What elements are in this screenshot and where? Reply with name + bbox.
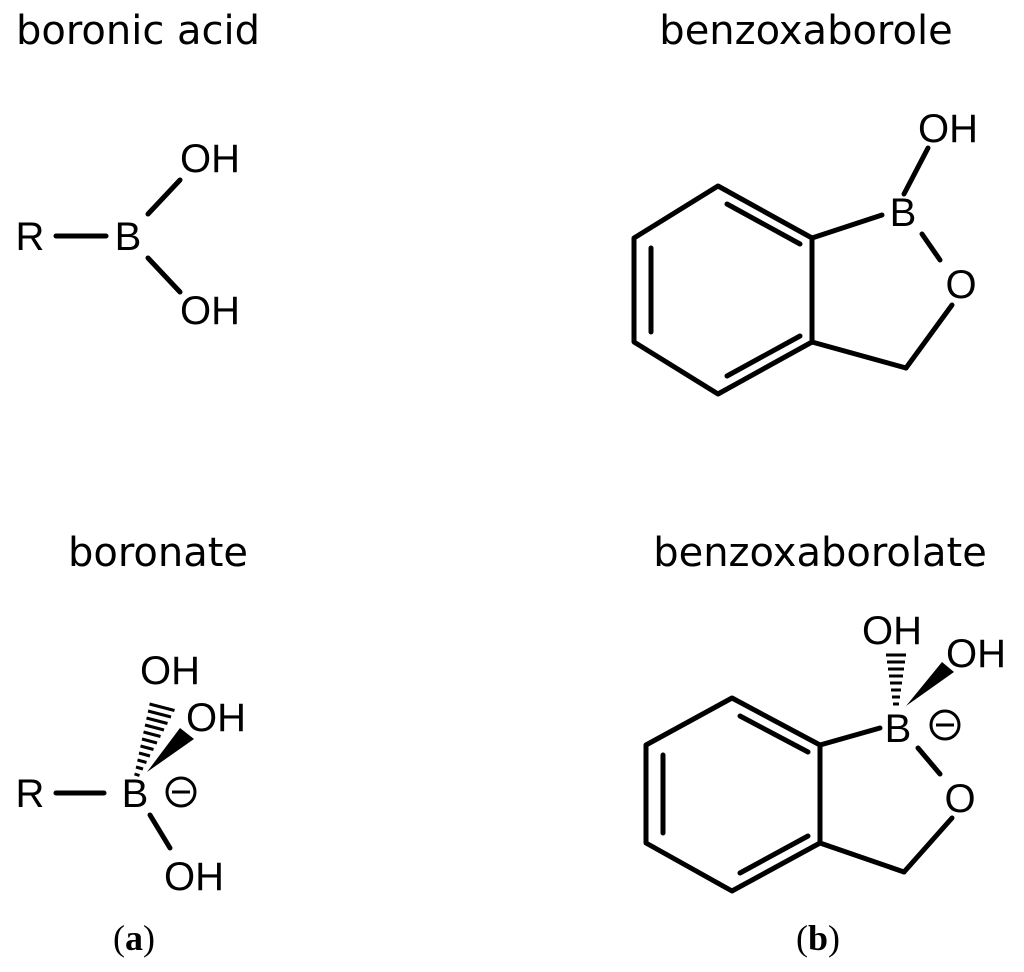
b-oh-bottom-bond xyxy=(147,812,173,851)
panel-label-letter: b xyxy=(808,918,828,958)
boronate-title: boronate xyxy=(68,530,248,576)
benzoxaborole-structure: OH B O xyxy=(631,107,978,397)
boronate-structure: R B OH OH OH xyxy=(16,649,246,899)
hydroxyl-label: OH xyxy=(946,632,1006,676)
boronic-acid-structure: R B OH OH xyxy=(16,137,240,333)
boron-atom-label: B xyxy=(115,215,142,259)
r-group-label: R xyxy=(16,215,45,259)
hydroxyl-label: OH xyxy=(918,107,978,151)
boronic-acid-title: boronic acid xyxy=(16,8,260,54)
wedge-bond xyxy=(147,728,194,772)
negative-charge-icon xyxy=(165,776,197,808)
panel-label-close-paren: ) xyxy=(828,918,840,958)
oxygen-atom-label: O xyxy=(945,263,976,307)
benzoxaborolate-title: benzoxaborolate xyxy=(653,530,987,576)
wedge-bond xyxy=(906,662,954,706)
panel-label-open-paren: ( xyxy=(796,918,808,958)
aromatic-double-bond xyxy=(737,833,811,876)
ch2-c-bond xyxy=(809,339,909,371)
r-group-label: R xyxy=(16,772,45,816)
boron-atom-label: B xyxy=(890,191,917,235)
aromatic-double-bond xyxy=(724,201,803,247)
ch2-c-bond xyxy=(817,840,907,875)
boron-atom-label: B xyxy=(122,772,149,816)
c-b-bond xyxy=(809,212,885,241)
b-o-bond xyxy=(919,231,943,263)
aromatic-double-bond xyxy=(724,333,803,379)
o-ch2-bond xyxy=(903,302,955,371)
negative-charge-icon xyxy=(929,709,961,741)
b-oh-bottom-bond xyxy=(145,255,183,295)
hydroxyl-label: OH xyxy=(164,855,224,899)
b-o-bond xyxy=(915,745,943,777)
boron-atom-label: B xyxy=(885,707,912,751)
oxygen-atom-label: O xyxy=(944,777,975,821)
benzoxaborolate-structure: OH OH B O xyxy=(643,609,1006,894)
benzoxaborole-title: benzoxaborole xyxy=(659,8,952,54)
hashed-bond xyxy=(886,653,906,706)
hydroxyl-label: OH xyxy=(140,649,200,693)
o-ch2-bond xyxy=(901,815,955,875)
b-oh-top-bond xyxy=(145,177,183,217)
aromatic-double-bond xyxy=(737,713,811,755)
benzene-ring xyxy=(631,183,815,397)
hydroxyl-label: OH xyxy=(862,609,922,653)
hashed-bond xyxy=(134,702,175,777)
hydroxyl-label: OH xyxy=(186,696,246,740)
panel-label-a: (a) xyxy=(113,918,155,958)
panel-label-letter: a xyxy=(125,918,143,958)
benzene-ring xyxy=(643,695,823,894)
c-b-bond xyxy=(817,725,883,748)
panel-label-b: (b) xyxy=(796,918,840,958)
panel-label-open-paren: ( xyxy=(113,918,125,958)
hydroxyl-label: OH xyxy=(180,137,240,181)
panel-label-close-paren: ) xyxy=(143,918,155,958)
b-oh-bond xyxy=(901,145,931,197)
hydroxyl-label: OH xyxy=(180,289,240,333)
